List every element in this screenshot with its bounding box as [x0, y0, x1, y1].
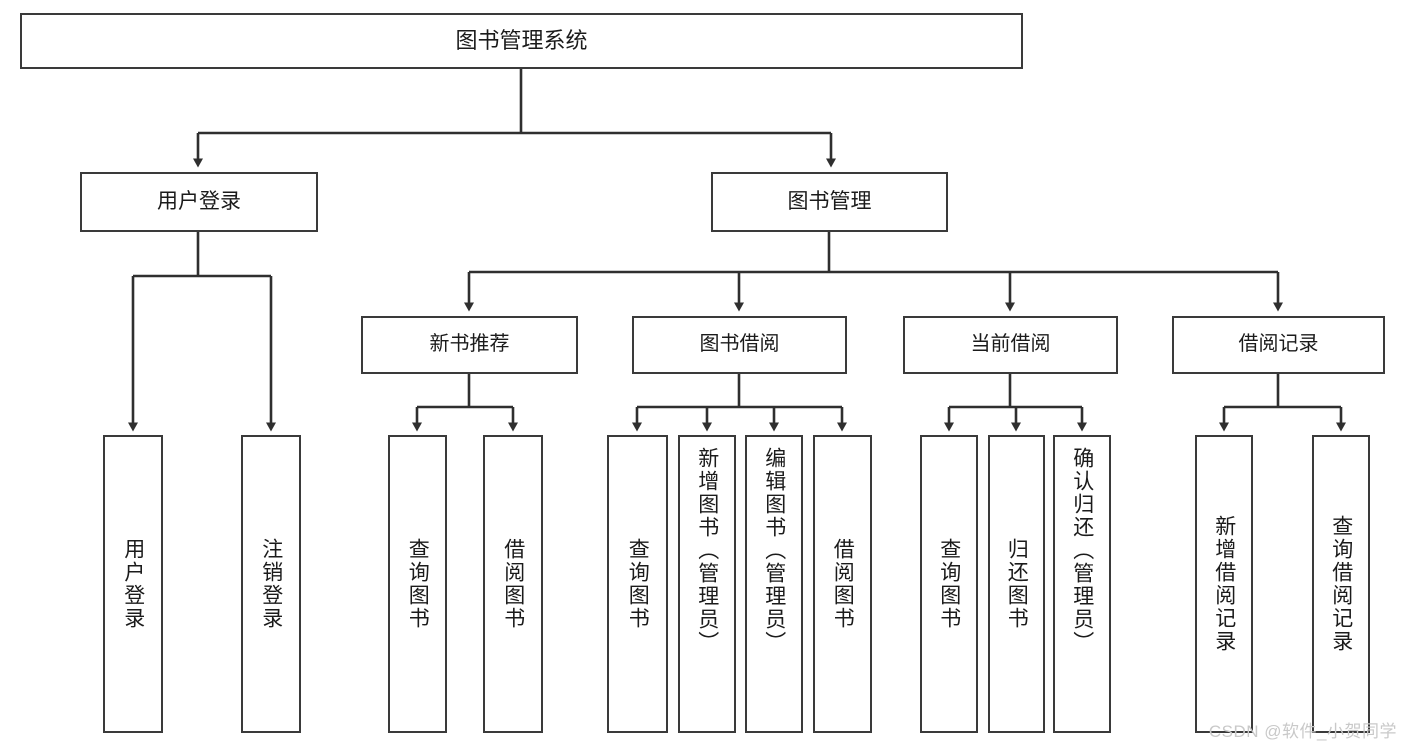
node-leaf-query-book-2-label: 查询图书	[626, 538, 650, 630]
node-leaf-add-record[interactable]: 新增借阅记录	[1195, 435, 1253, 733]
node-leaf-add-record-label: 新增借阅记录	[1212, 515, 1236, 653]
node-leaf-user-login[interactable]: 用户登录	[103, 435, 163, 733]
node-user-login-label: 用户登录	[157, 189, 241, 213]
node-book-manage-label: 图书管理	[787, 189, 872, 213]
node-user-login[interactable]: 用户登录	[80, 172, 318, 232]
node-leaf-add-book[interactable]: 新增图书（管理员）	[678, 435, 736, 733]
node-leaf-borrow-book-2-label: 借阅图书	[831, 538, 855, 630]
node-leaf-borrow-book-2[interactable]: 借阅图书	[813, 435, 872, 733]
node-leaf-user-login-label: 用户登录	[121, 538, 145, 630]
node-root[interactable]: 图书管理系统	[20, 13, 1023, 69]
node-leaf-query-book-3[interactable]: 查询图书	[920, 435, 978, 733]
node-leaf-add-book-label: 新增图书（管理员）	[695, 447, 719, 654]
watermark: CSDN @软件_小贺同学	[1208, 722, 1397, 741]
node-leaf-borrow-book-1-label: 借阅图书	[501, 538, 525, 630]
node-leaf-borrow-book-1[interactable]: 借阅图书	[483, 435, 543, 733]
node-new-book-recommend-label: 新书推荐	[429, 333, 510, 356]
node-book-borrow-label: 图书借阅	[699, 333, 780, 356]
node-book-manage[interactable]: 图书管理	[711, 172, 948, 232]
node-leaf-confirm-return-label: 确认归还（管理员）	[1070, 447, 1094, 654]
node-leaf-edit-book-label: 编辑图书（管理员）	[762, 447, 786, 654]
node-leaf-logout-login[interactable]: 注销登录	[241, 435, 301, 733]
node-leaf-query-book-1[interactable]: 查询图书	[388, 435, 447, 733]
node-leaf-query-record-label: 查询借阅记录	[1329, 515, 1353, 653]
node-leaf-edit-book[interactable]: 编辑图书（管理员）	[745, 435, 803, 733]
node-leaf-query-record[interactable]: 查询借阅记录	[1312, 435, 1370, 733]
node-root-label: 图书管理系统	[455, 28, 588, 54]
node-leaf-query-book-2[interactable]: 查询图书	[607, 435, 668, 733]
node-leaf-confirm-return[interactable]: 确认归还（管理员）	[1053, 435, 1111, 733]
node-new-book-recommend[interactable]: 新书推荐	[361, 316, 578, 374]
node-leaf-query-book-3-label: 查询图书	[937, 538, 961, 630]
node-leaf-logout-login-label: 注销登录	[259, 538, 283, 630]
node-current-borrow-label: 当前借阅	[970, 333, 1051, 356]
node-leaf-return-book-label: 归还图书	[1005, 538, 1029, 630]
node-leaf-query-book-1-label: 查询图书	[406, 538, 430, 630]
node-leaf-return-book[interactable]: 归还图书	[988, 435, 1045, 733]
node-borrow-record[interactable]: 借阅记录	[1172, 316, 1385, 374]
node-borrow-record-label: 借阅记录	[1238, 333, 1319, 356]
node-current-borrow[interactable]: 当前借阅	[903, 316, 1118, 374]
node-book-borrow[interactable]: 图书借阅	[632, 316, 847, 374]
